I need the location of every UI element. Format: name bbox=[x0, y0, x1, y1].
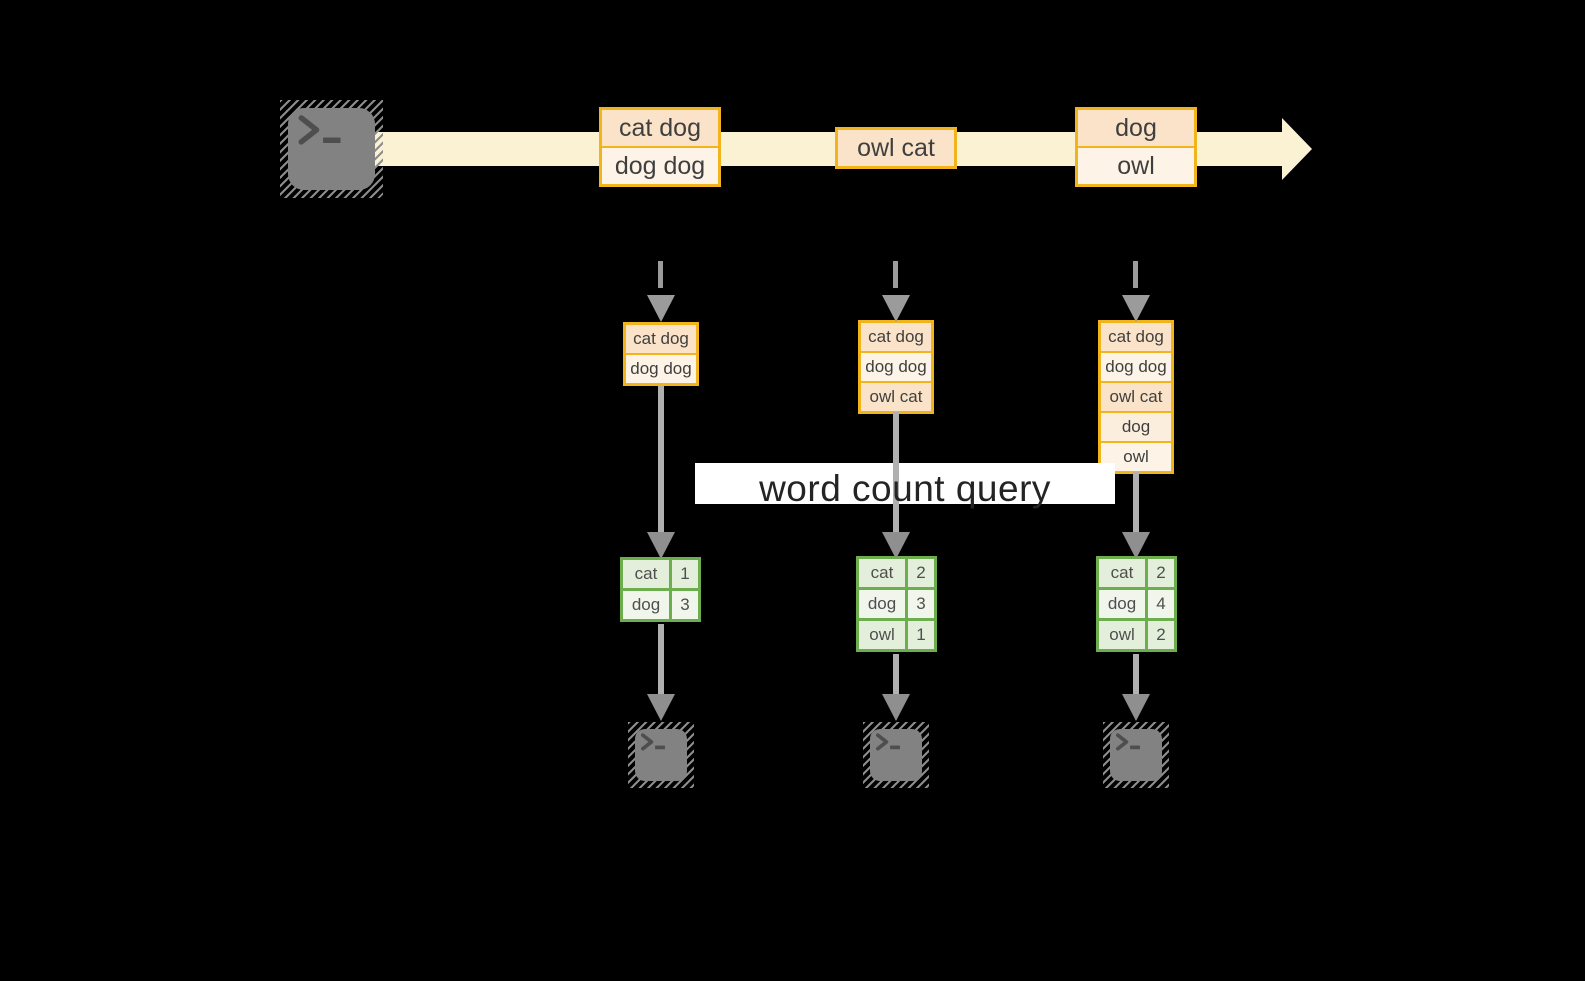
stream-batch: owl cat bbox=[835, 127, 957, 169]
query-arrow bbox=[1133, 472, 1139, 534]
state-record: cat dog bbox=[626, 325, 696, 353]
stream-record: owl cat bbox=[838, 130, 954, 166]
state-box: cat dog dog dog bbox=[623, 322, 699, 386]
stream-record: cat dog bbox=[602, 110, 718, 146]
state-record: cat dog bbox=[861, 323, 931, 351]
query-arrowhead-icon bbox=[647, 532, 675, 559]
state-record: dog dog bbox=[626, 355, 696, 383]
word-cell: dog bbox=[859, 590, 905, 618]
state-box: cat dog dog dog owl cat bbox=[858, 320, 934, 414]
state-record: cat dog bbox=[1101, 323, 1171, 351]
word-cell: dog bbox=[1099, 590, 1145, 618]
count-cell: 4 bbox=[1148, 590, 1174, 618]
count-cell: 3 bbox=[908, 590, 934, 618]
result-arrow bbox=[1133, 654, 1139, 698]
result-arrowhead-icon bbox=[1122, 694, 1150, 721]
state-record: owl cat bbox=[1101, 383, 1171, 411]
stream-record: owl bbox=[1078, 148, 1194, 184]
ingest-arrowhead-icon bbox=[1122, 295, 1150, 322]
result-arrowhead-icon bbox=[882, 694, 910, 721]
state-record: dog dog bbox=[861, 353, 931, 381]
wordcount-table: cat 2 dog 3 owl 1 bbox=[856, 556, 937, 652]
query-arrowhead-icon bbox=[882, 532, 910, 559]
ingest-arrow-dash bbox=[893, 261, 898, 288]
query-label-background bbox=[695, 463, 1115, 504]
terminal-prompt-icon bbox=[641, 733, 668, 752]
word-cell: owl bbox=[859, 621, 905, 649]
query-label: word count query bbox=[759, 467, 1051, 509]
ingest-arrowhead-icon bbox=[647, 295, 675, 322]
count-cell: 2 bbox=[1148, 559, 1174, 587]
word-cell: dog bbox=[623, 591, 669, 619]
stream-batch: cat dog dog dog bbox=[599, 107, 721, 187]
result-arrow bbox=[658, 624, 664, 698]
result-arrow bbox=[893, 654, 899, 698]
result-arrowhead-icon bbox=[647, 694, 675, 721]
count-cell: 3 bbox=[672, 591, 698, 619]
stream-record: dog dog bbox=[602, 148, 718, 184]
state-record: dog bbox=[1101, 413, 1171, 441]
word-cell: cat bbox=[859, 559, 905, 587]
count-cell: 1 bbox=[908, 621, 934, 649]
word-cell: cat bbox=[1099, 559, 1145, 587]
stream-batch: dog owl bbox=[1075, 107, 1197, 187]
state-record: owl cat bbox=[861, 383, 931, 411]
count-cell: 2 bbox=[1148, 621, 1174, 649]
word-cell: cat bbox=[623, 560, 669, 588]
sink-terminal-icon bbox=[628, 722, 694, 788]
count-cell: 1 bbox=[672, 560, 698, 588]
terminal-prompt-icon bbox=[876, 733, 903, 752]
stream-record: dog bbox=[1078, 110, 1194, 146]
state-box: cat dog dog dog owl cat dog owl bbox=[1098, 320, 1174, 474]
ingest-arrowhead-icon bbox=[882, 295, 910, 322]
query-arrow bbox=[893, 412, 899, 534]
ingest-arrow-dash bbox=[658, 261, 663, 288]
sink-terminal-icon bbox=[1103, 722, 1169, 788]
sink-terminal-icon bbox=[863, 722, 929, 788]
state-record: dog dog bbox=[1101, 353, 1171, 381]
ingest-arrow-dash bbox=[1133, 261, 1138, 288]
terminal-prompt-icon bbox=[1116, 733, 1143, 752]
count-cell: 2 bbox=[908, 559, 934, 587]
query-arrowhead-icon bbox=[1122, 532, 1150, 559]
source-terminal-icon bbox=[280, 100, 383, 198]
query-arrow bbox=[658, 386, 664, 534]
wordcount-table: cat 2 dog 4 owl 2 bbox=[1096, 556, 1177, 652]
wordcount-table: cat 1 dog 3 bbox=[620, 557, 701, 622]
word-cell: owl bbox=[1099, 621, 1145, 649]
stream-arrowhead-icon bbox=[1282, 118, 1312, 180]
terminal-prompt-icon bbox=[298, 114, 346, 148]
